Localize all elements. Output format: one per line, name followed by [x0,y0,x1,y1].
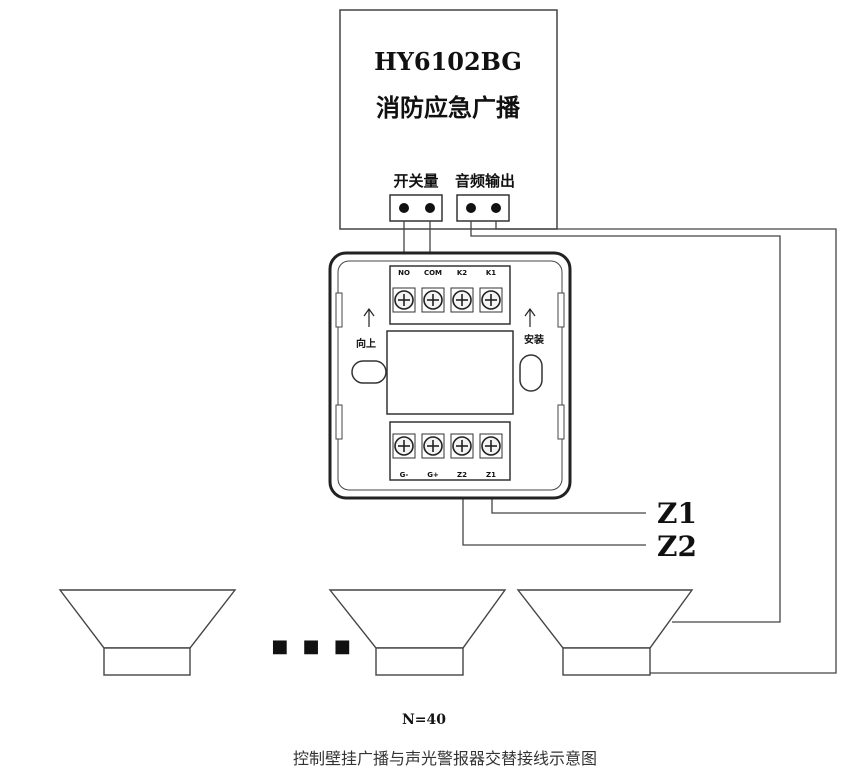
audio-terminal-1 [466,203,476,213]
up-arrow-icon-left [363,307,375,327]
terminal-label-no: NO [398,269,410,277]
top-terminal-screws [392,287,503,313]
controller-box: HY6102BG 消防应急广播 开关量 音频输出 [339,9,558,230]
speaker-2 [328,589,507,676]
top-terminal-screw-icon [479,287,503,313]
controller-name: 消防应急广播 [376,94,521,122]
terminal-label-k2: K2 [457,269,467,277]
terminal-label-com: COM [424,269,442,277]
top-terminal-labels: NO COM K2 K1 [398,269,496,277]
switch-terminal-no [399,203,409,213]
bottom-terminal-labels: G- G+ Z2 Z1 [400,471,496,479]
audio-output-label: 音频输出 [455,172,515,190]
bottom-terminal-screws [392,433,503,459]
top-terminal-screw-icon [392,287,416,313]
terminal-label-k1: K1 [486,269,496,277]
speaker-3 [516,589,694,676]
wire-audio-2 [495,221,837,674]
mounting-slot-right [519,354,543,392]
module-install-label: 安装 [524,333,544,346]
audio-terminal-2 [491,203,501,213]
bottom-terminal-screw-icon [479,433,503,459]
audio-terminal-block [456,194,510,222]
terminal-label-gplus: G+ [427,471,439,479]
switch-output-label: 开关量 [393,172,438,190]
wall-module: 向上 安装 NO COM K2 K1 G- G+ Z2 Z1 [328,251,572,500]
terminal-label-z2: Z2 [457,471,467,479]
switch-terminal-com [425,203,435,213]
mounting-slot-left [351,360,387,384]
module-center-window [386,330,514,415]
wire-z2 [462,478,646,546]
wire-audio-1 [470,221,781,623]
terminal-label-z1: Z1 [486,471,496,479]
top-terminal-screw-icon [421,287,445,313]
bottom-terminal-screw-icon [392,433,416,459]
speaker-ellipsis: ■ ■ ■ [271,636,355,657]
bottom-terminal-screw-icon [450,433,474,459]
top-terminal-screw-icon [450,287,474,313]
terminal-label-gminus: G- [400,471,409,479]
module-up-label: 向上 [356,337,376,350]
zone-z2-label: Z2 [657,530,697,563]
zone-z1-label: Z1 [657,497,697,530]
bottom-terminal-screw-icon [421,433,445,459]
controller-model: HY6102BG [374,47,522,76]
speaker-count-label: N=40 [402,712,446,728]
diagram-caption: 控制壁挂广播与声光警报器交替接线示意图 [293,749,597,768]
up-arrow-icon-right [524,307,536,327]
speaker-1 [58,589,237,676]
